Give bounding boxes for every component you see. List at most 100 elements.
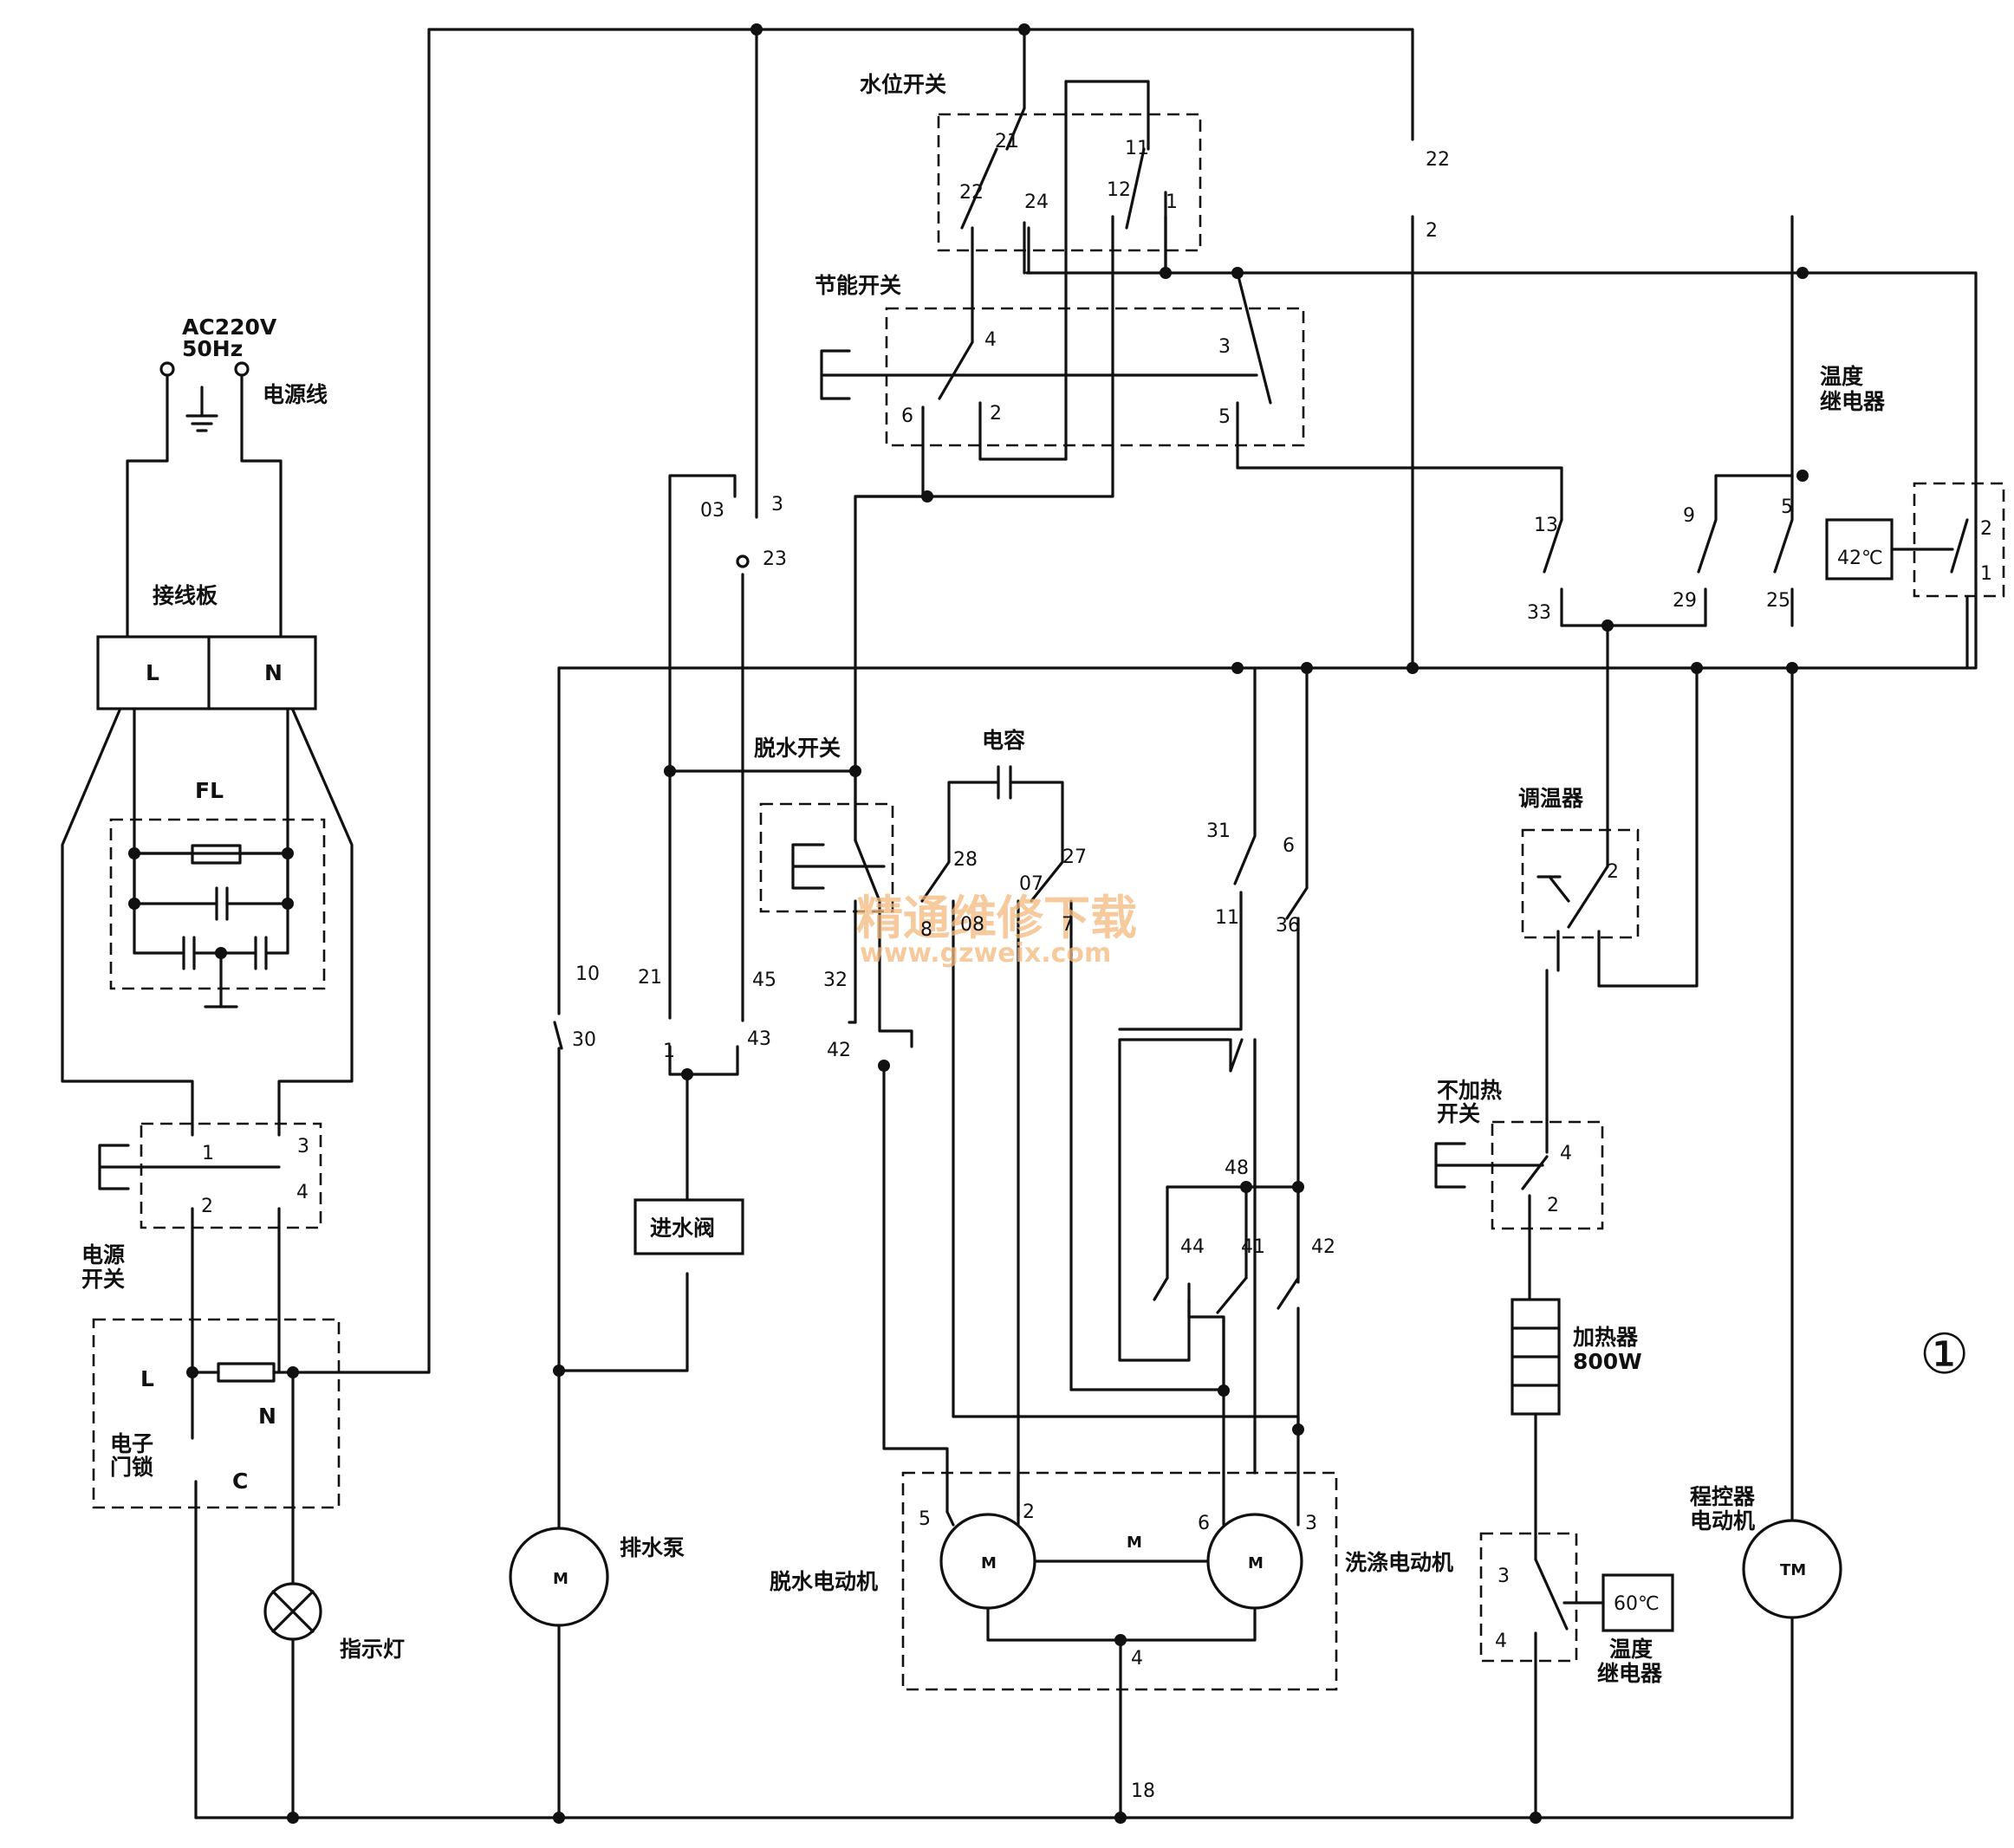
- door-lock-c: C: [232, 1469, 248, 1494]
- terminal-label: 2: [1426, 220, 1438, 242]
- spin-switch-box: [759, 802, 894, 913]
- timer-motor-symbol: TM: [1780, 1561, 1806, 1579]
- terminal-label: 21: [995, 131, 1019, 152]
- terminal-board: [96, 635, 317, 710]
- temp-relay-top-label-2: 继电器: [1820, 389, 1886, 414]
- terminal-board-label: 接线板: [153, 583, 218, 608]
- water-level-switch-label: 水位开关: [860, 72, 946, 97]
- terminal-label: 22: [959, 182, 984, 204]
- thermostat-label: 调温器: [1518, 786, 1584, 811]
- terminal-label: 9: [1683, 505, 1695, 527]
- terminal-label: 22: [1426, 149, 1450, 171]
- terminal-label: 43: [747, 1028, 771, 1050]
- watermark-url: www.gzweix.com: [860, 938, 1111, 969]
- terminal-label: 4: [1560, 1143, 1572, 1164]
- component-boxes: [92, 113, 2005, 1691]
- terminal-label: 21: [638, 967, 662, 989]
- terminal-label: 27: [1062, 846, 1087, 868]
- energy-saving-switch-label: 节能开关: [815, 273, 901, 298]
- terminal-label: 5: [1781, 496, 1793, 518]
- terminal-label: 3: [1498, 1566, 1510, 1587]
- no-heat-switch-button: [1434, 1142, 1544, 1189]
- terminal-label: 1: [202, 1143, 214, 1164]
- energy-saving-switch-box: [885, 307, 1305, 447]
- terminal-label: 4: [984, 329, 997, 351]
- terminal-n-label: N: [264, 660, 283, 685]
- power-switch-button: [98, 1144, 281, 1190]
- power-input-label: AC220V: [182, 314, 277, 340]
- terminal-label: 32: [823, 969, 848, 991]
- filter-box: [109, 818, 326, 990]
- terminal-label: 29: [1673, 590, 1697, 612]
- water-level-switch-box: [937, 113, 1202, 252]
- terminal-label: 07: [1019, 873, 1043, 895]
- temp-relay-bottom-value: 60℃: [1614, 1593, 1660, 1615]
- heater-label-2: 800W: [1573, 1349, 1642, 1374]
- terminal-label: 45: [752, 969, 776, 991]
- terminal-label: 1: [1166, 191, 1178, 213]
- capacitor-label: 电容: [982, 728, 1025, 753]
- terminal-label: 11: [1125, 138, 1149, 159]
- terminal-label: 23: [763, 548, 787, 570]
- terminal-label: 1: [663, 1041, 675, 1062]
- terminal-label: 1: [1980, 563, 1992, 585]
- terminal-label: 5: [1218, 406, 1231, 428]
- door-lock-label-1: 电子: [110, 1431, 153, 1456]
- spin-motor-label: 脱水电动机: [770, 1569, 878, 1594]
- door-lock-box: [92, 1318, 341, 1509]
- temp-relay-top-value: 42℃: [1837, 548, 1883, 569]
- no-heat-switch-label-1: 不加热: [1437, 1078, 1502, 1103]
- terminal-label: 3: [771, 494, 783, 515]
- terminal-label: 3: [1218, 336, 1231, 358]
- terminal-label: 4: [1131, 1648, 1143, 1670]
- terminal-label: 6: [901, 405, 913, 427]
- terminal-label: 2: [1980, 518, 1992, 540]
- terminal-label: 8: [920, 919, 932, 941]
- terminal-label: 36: [1276, 915, 1300, 937]
- terminal-label: 3: [297, 1136, 309, 1157]
- terminal-label: 10: [575, 963, 600, 985]
- power-switch-label-1: 电源: [81, 1242, 125, 1268]
- terminal-label: 28: [953, 849, 978, 871]
- terminal-label: 08: [960, 914, 984, 936]
- temp-relay-top-label-1: 温度: [1820, 364, 1863, 389]
- door-lock-l: L: [140, 1366, 154, 1391]
- labels: 水位开关 节能开关 AC220V 50Hz 电源线 接线板 L N FL 脱水开…: [81, 72, 1992, 1802]
- energy-switch-button: [820, 349, 1258, 400]
- drain-pump-symbol: M: [553, 1570, 568, 1588]
- wires: [61, 28, 1978, 1819]
- terminal-label: 4: [296, 1182, 309, 1203]
- filter-label: FL: [195, 778, 224, 803]
- terminal-label: 6: [1283, 835, 1295, 857]
- door-lock-label-2: 门锁: [110, 1455, 153, 1480]
- terminal-label: 5: [919, 1508, 931, 1530]
- terminal-label: 33: [1527, 602, 1551, 624]
- terminal-label: 48: [1225, 1157, 1249, 1179]
- terminal-label: 18: [1131, 1780, 1155, 1802]
- terminal-label: 2: [1607, 861, 1619, 883]
- drain-pump-label: 排水泵: [620, 1535, 685, 1560]
- terminal-label: 25: [1766, 590, 1790, 612]
- door-lock-n: N: [258, 1404, 276, 1429]
- power-freq-label: 50Hz: [182, 336, 243, 361]
- terminal-label: 42: [1311, 1236, 1335, 1258]
- terminal-label: 2: [1547, 1195, 1559, 1216]
- figure-number: ①: [1920, 1323, 1969, 1387]
- junction-dots: [128, 23, 1809, 1824]
- spin-switch-button: [791, 843, 886, 890]
- no-heat-switch-box: [1491, 1120, 1604, 1230]
- power-switch-box: [140, 1122, 322, 1229]
- temp-relay-bottom-box: [1479, 1532, 1578, 1663]
- terminal-label: 30: [572, 1029, 596, 1051]
- terminal-label: 41: [1241, 1236, 1265, 1258]
- no-heat-switch-label-2: 开关: [1437, 1101, 1480, 1126]
- terminal-label: 4: [1495, 1631, 1507, 1652]
- motor-center-label: M: [1127, 1534, 1142, 1552]
- wash-motor-label: 洗涤电动机: [1345, 1550, 1453, 1575]
- temp-relay-bottom-label-2: 继电器: [1597, 1661, 1663, 1686]
- temp-relay-bottom-label-1: 温度: [1609, 1637, 1653, 1662]
- watermark-cn: 精通维修下载: [856, 891, 1137, 945]
- terminal-label: 2: [201, 1196, 213, 1217]
